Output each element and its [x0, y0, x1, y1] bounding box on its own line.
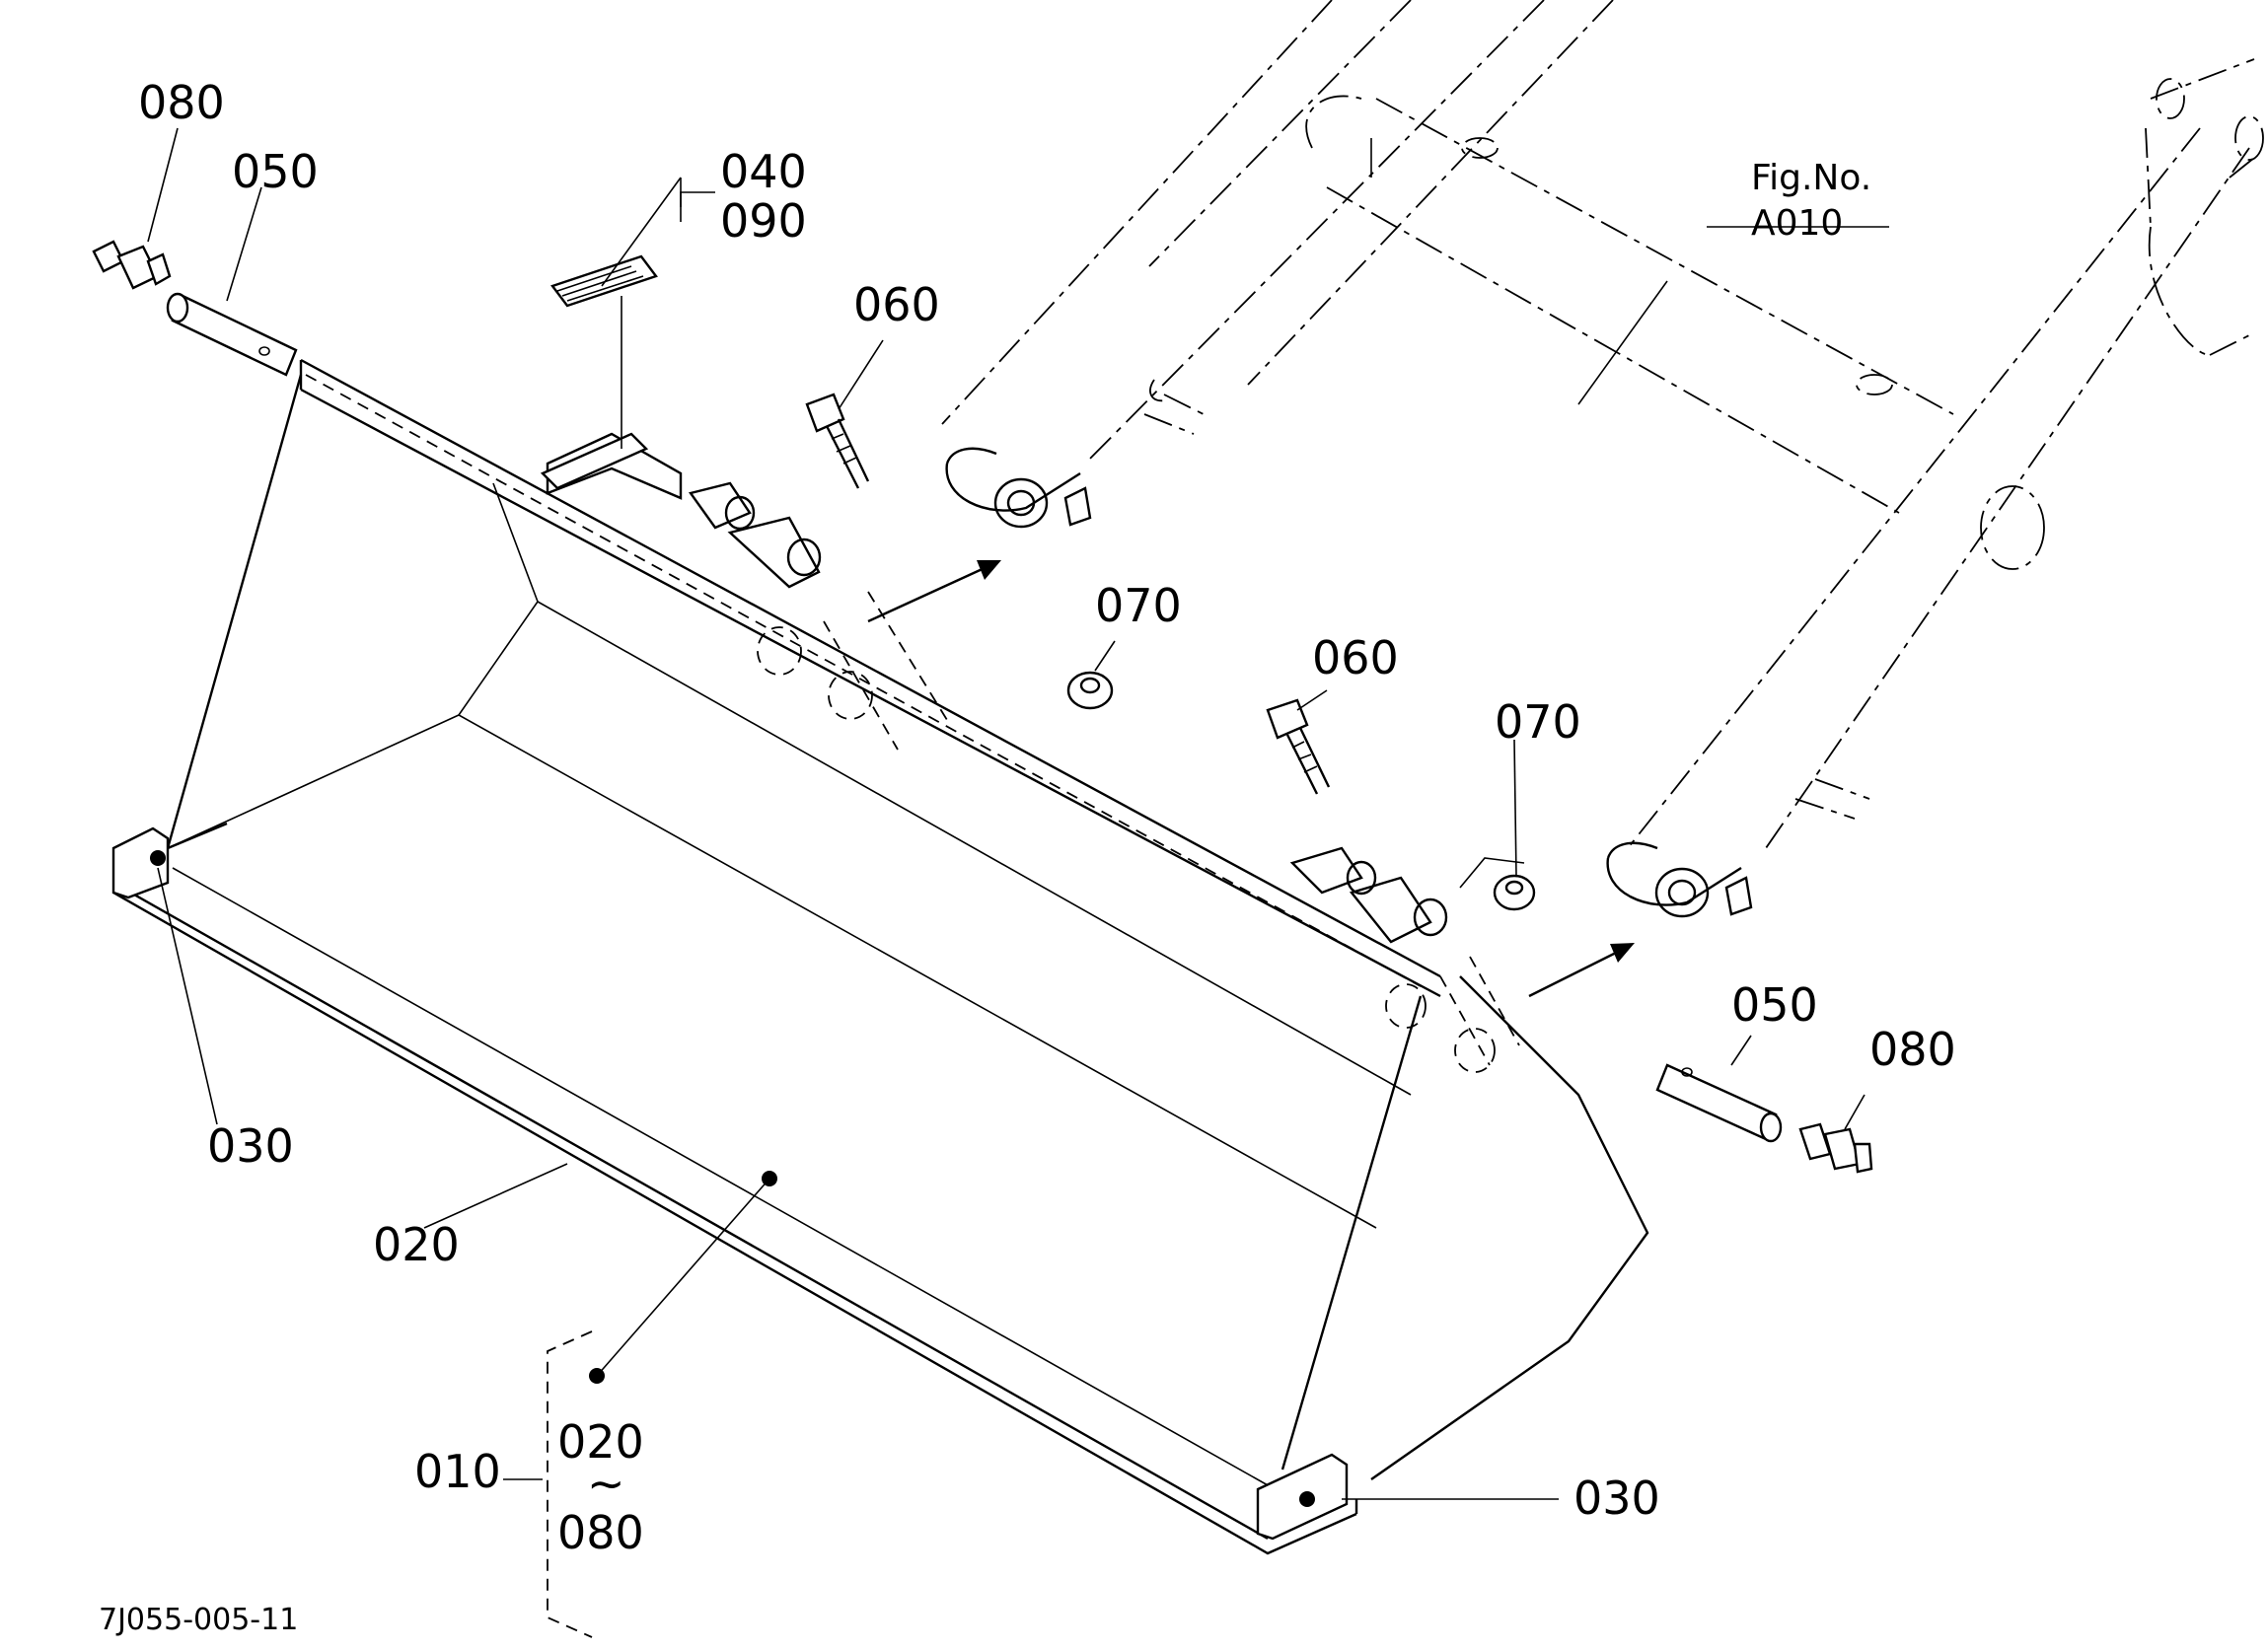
frame-mount-left [945, 447, 1092, 529]
label-020: 020 [373, 1218, 460, 1271]
label-050-right: 050 [1731, 978, 1818, 1032]
figure-ref-line1: Fig.No. [1751, 158, 1871, 198]
label-070-mid: 070 [1495, 695, 1581, 749]
label-040: 040 [720, 145, 807, 198]
bucket-body [112, 358, 1649, 1555]
decal [550, 254, 658, 308]
label-030-left: 030 [207, 1119, 294, 1173]
pin-right [1655, 1063, 1783, 1143]
decal-mount [540, 432, 649, 490]
drawing-code: 7J055-005-11 [99, 1603, 298, 1637]
grease-fitting-left [92, 240, 172, 290]
frame-mount-right [1606, 841, 1753, 918]
bucket-bracket-left [546, 432, 822, 589]
assembly-arrows [867, 560, 1635, 998]
part-labels: 080 050 040 090 060 070 060 070 050 080 … [99, 76, 1956, 1637]
label-070-top: 070 [1095, 579, 1182, 632]
loader-frame-phantom [941, 0, 2264, 849]
label-090: 090 [720, 194, 807, 248]
grease-fitting-right [1798, 1122, 1873, 1174]
label-range-sep: ~ [587, 1457, 625, 1510]
label-080-left: 080 [138, 76, 225, 129]
label-050-left: 050 [232, 145, 319, 198]
leader-dots [150, 850, 1315, 1507]
label-030-right: 030 [1573, 1472, 1660, 1525]
nut-mid [1493, 874, 1536, 911]
label-range-from: 020 [557, 1415, 644, 1469]
label-010: 010 [414, 1445, 501, 1498]
label-060-mid: 060 [1312, 631, 1399, 684]
bolt-mid [1266, 698, 1331, 795]
pin-left [166, 292, 298, 377]
nut-top [1066, 671, 1114, 710]
hidden-pin-holes [757, 591, 1520, 1073]
label-range-to: 080 [557, 1506, 644, 1559]
leader-lines [147, 127, 1889, 1638]
label-080-right: 080 [1869, 1023, 1956, 1076]
figure-ref-line2: A010 [1751, 203, 1843, 244]
wear-pad-left [111, 826, 170, 899]
bucket-bracket-right [1289, 846, 1448, 944]
bolt-top [805, 393, 870, 489]
label-060-top: 060 [853, 278, 940, 331]
